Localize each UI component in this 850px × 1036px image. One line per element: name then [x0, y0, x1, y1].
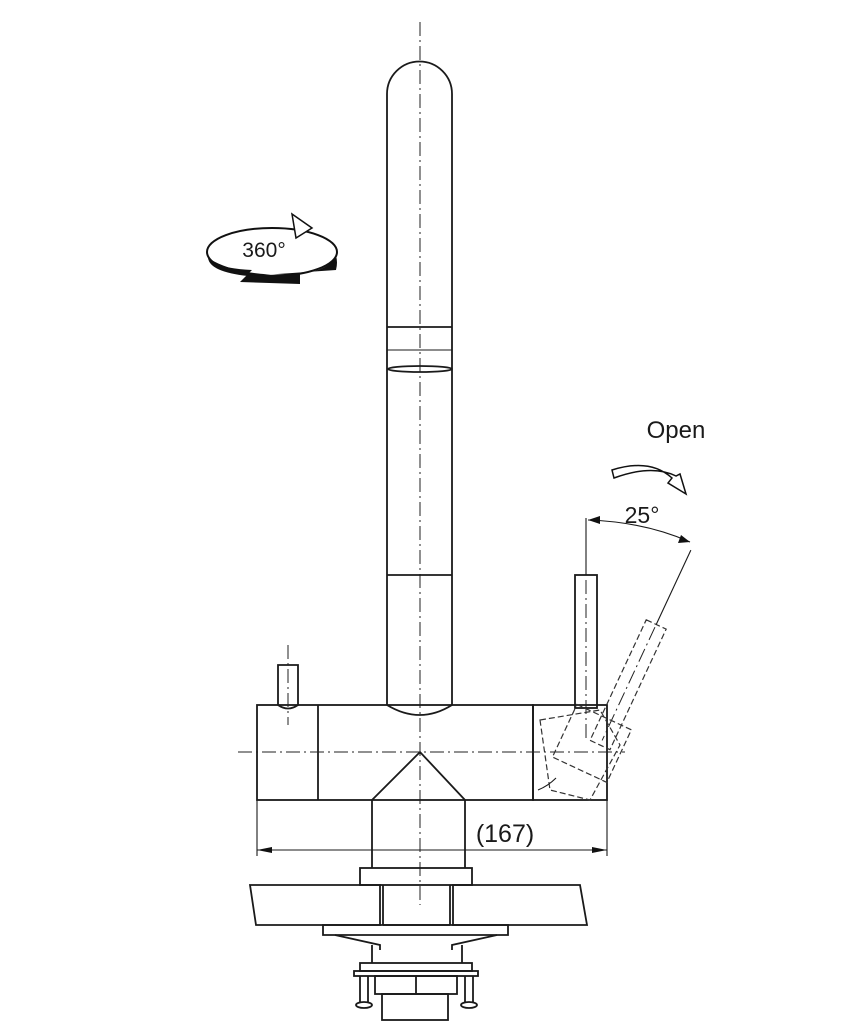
- width-dimension: (167): [256, 800, 608, 856]
- rotation-label: 360°: [242, 239, 285, 262]
- side-pin: [277, 645, 299, 725]
- angle-dimension: 25°: [587, 502, 691, 543]
- angle-label: 25°: [625, 502, 660, 528]
- lever-open-position: [537, 549, 692, 801]
- spout: [386, 60, 453, 705]
- open-label: Open: [647, 417, 706, 444]
- countertop-mount: [248, 867, 589, 1021]
- faucet-body: [238, 704, 625, 868]
- open-arrow-icon: [611, 464, 688, 496]
- rotation-360-icon: 360°: [206, 212, 338, 284]
- width-dimension-label: (167): [476, 820, 534, 848]
- lever-closed-position: [574, 518, 598, 740]
